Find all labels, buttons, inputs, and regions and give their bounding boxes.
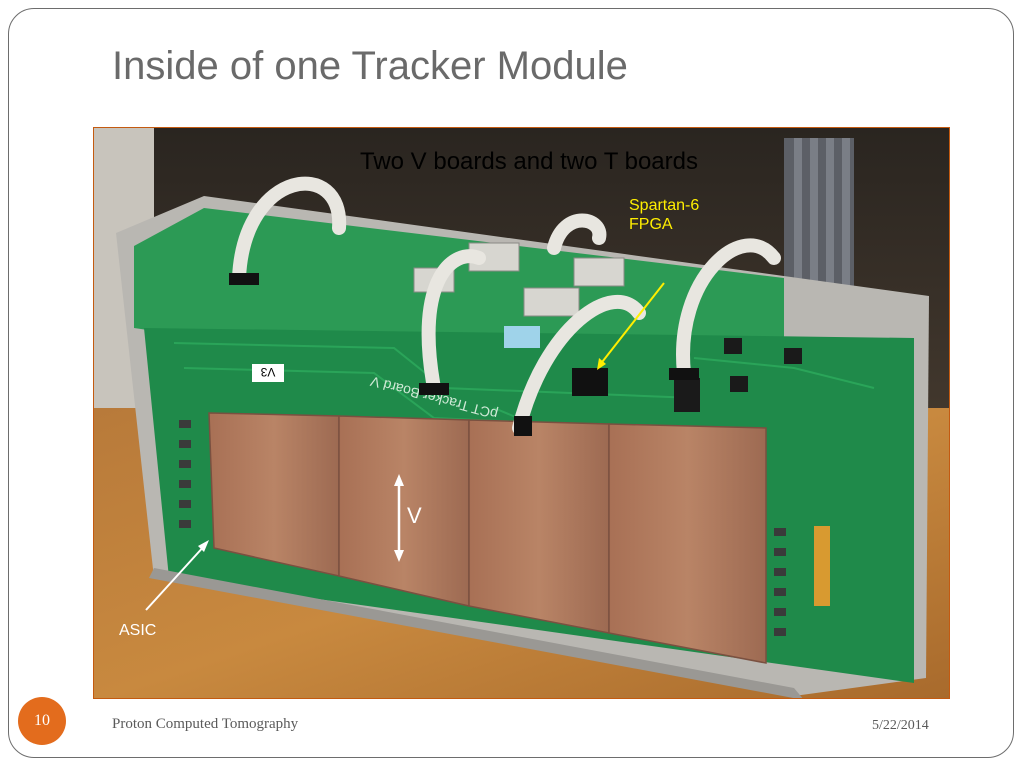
v-arrow-head-up — [394, 474, 404, 486]
version-box — [252, 364, 284, 382]
asic-label: ASIC — [119, 622, 157, 639]
slide-title: Inside of one Tracker Module — [112, 44, 628, 88]
board-components — [674, 338, 802, 412]
tracker-module-photo: V3 pCT Tracker Board V — [93, 127, 950, 699]
silicon-sensors — [208, 412, 767, 664]
footer-text: Proton Computed Tomography — [112, 716, 299, 732]
v-arrow-head-down — [394, 550, 404, 562]
fpga-pointer-arrowhead — [597, 358, 606, 370]
asic-pointer-line — [145, 543, 207, 611]
footer-date: 5/22/2014 — [872, 718, 929, 733]
v-label: V — [407, 503, 422, 528]
photo-caption: Two V boards and two T boards — [360, 148, 698, 175]
ribbon-cables — [232, 176, 781, 435]
asic-chips-right — [774, 528, 786, 636]
cable-plugs — [229, 273, 699, 436]
fpga-pointer-line — [598, 282, 665, 367]
spartan6-fpga-chip — [572, 368, 608, 396]
asic-chips-left — [179, 420, 191, 528]
fpga-label-line1: Spartan-6 — [629, 197, 700, 214]
dvi-connectors — [413, 242, 625, 317]
gold-connector-strip — [814, 526, 830, 606]
asic-pointer-arrowhead — [198, 540, 209, 552]
board-version-text: V3 — [260, 365, 275, 379]
fpga-label: Spartan-6 FPGA — [629, 196, 699, 234]
slide-number-badge: 10 — [18, 697, 66, 745]
dip-switch — [504, 326, 540, 348]
bottom-rail — [149, 568, 803, 698]
fpga-label-line2: FPGA — [629, 216, 673, 233]
photo-illustration: V3 pCT Tracker Board V — [94, 128, 949, 698]
